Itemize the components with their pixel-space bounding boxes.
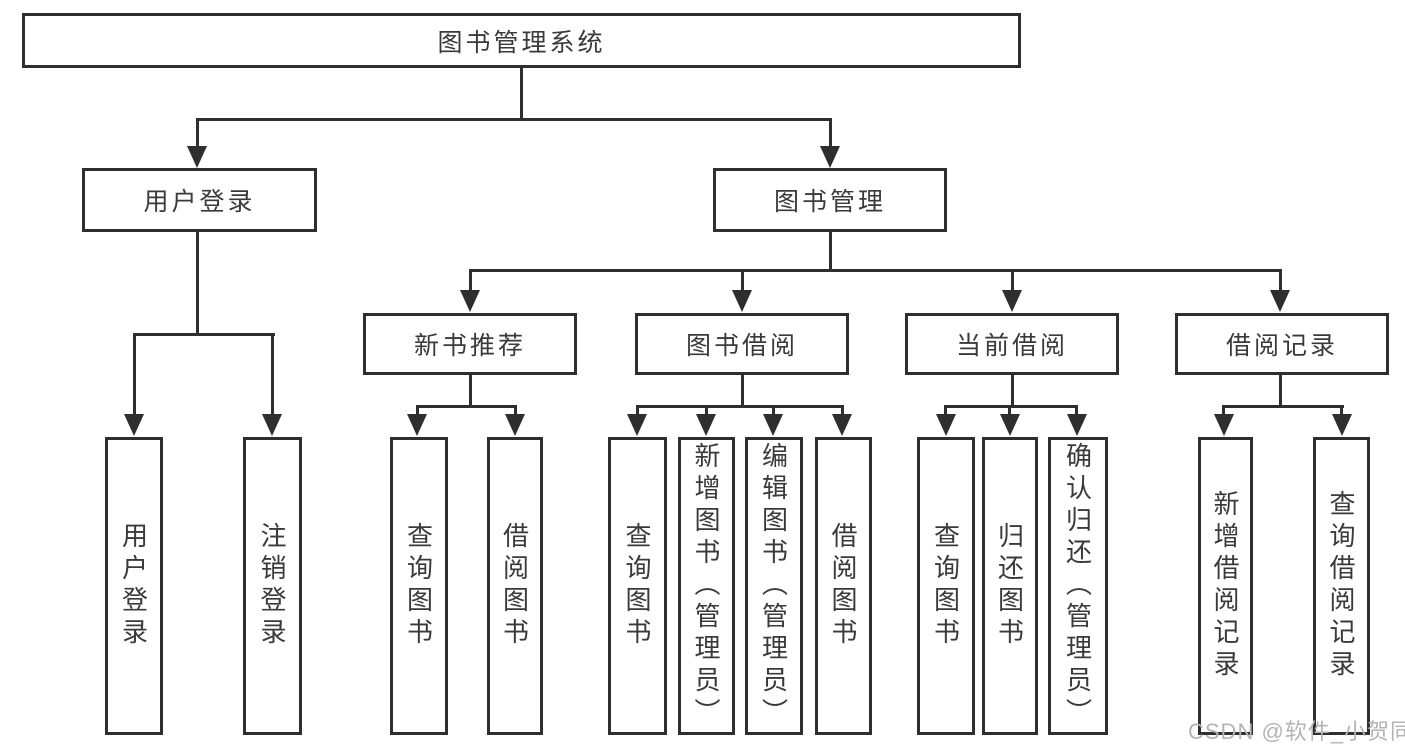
- connector-drop: [944, 408, 947, 416]
- connector-drop: [841, 408, 844, 416]
- connector-drop: [514, 408, 517, 416]
- leaf-logout: 注销登录: [243, 437, 302, 735]
- arrow-down-icon: [820, 146, 840, 168]
- connector-borrow-records-bus: [1222, 405, 1344, 408]
- csdn-watermark: CSDN @软件_小贺同学: [1188, 719, 1405, 744]
- leaf-edit-book-admin: 编辑图书（管理员）: [745, 437, 803, 735]
- leaf-confirm-return-admin: 确认归还（管理员）: [1048, 437, 1108, 735]
- arrow-down-icon: [505, 414, 525, 436]
- arrow-down-icon: [124, 414, 144, 436]
- connector-user-login-stem: [196, 230, 199, 335]
- leaf-query-book-current: 查询图书: [917, 437, 975, 735]
- connector-current-borrow-stem: [1011, 373, 1014, 407]
- connector-new-book-stem: [469, 373, 472, 407]
- node-root-library-system: 图书管理系统: [22, 13, 1021, 68]
- arrow-down-icon: [936, 414, 956, 436]
- arrow-down-icon: [1270, 290, 1290, 312]
- connector-drop-current-borrow: [1011, 272, 1014, 292]
- connector-drop: [636, 408, 639, 416]
- node-current-borrow: 当前借阅: [905, 313, 1119, 375]
- arrow-down-icon: [262, 414, 282, 436]
- connector-drop-leaf-user-login: [133, 336, 136, 415]
- connector-drop: [1075, 408, 1078, 416]
- connector-level3-bus: [469, 269, 1282, 272]
- leaf-query-book-recommend: 查询图书: [390, 437, 448, 735]
- connector-drop-user-login: [196, 121, 199, 148]
- node-book-borrow: 图书借阅: [635, 313, 849, 375]
- connector-drop-borrow-records: [1279, 272, 1282, 292]
- connector-drop: [705, 408, 708, 416]
- leaf-add-book-admin: 新增图书（管理员）: [678, 437, 735, 735]
- arrow-down-icon: [1067, 414, 1087, 436]
- arrow-down-icon: [1000, 414, 1020, 436]
- leaf-user-login: 用户登录: [105, 437, 163, 735]
- connector-drop-book-borrow: [741, 272, 744, 292]
- connector-new-book-bus: [416, 405, 517, 408]
- arrow-down-icon: [1332, 414, 1352, 436]
- connector-drop: [416, 408, 419, 416]
- arrow-down-icon: [1214, 414, 1234, 436]
- connector-root-stem: [520, 66, 523, 121]
- connector-book-borrow-stem: [741, 373, 744, 407]
- connector-book-borrow-bus: [636, 405, 844, 408]
- node-book-management: 图书管理: [713, 168, 947, 232]
- leaf-query-book-borrow: 查询图书: [608, 437, 667, 735]
- connector-drop-leaf-logout: [271, 336, 274, 415]
- arrow-down-icon: [1002, 290, 1022, 312]
- node-borrow-records: 借阅记录: [1175, 313, 1389, 375]
- leaf-query-borrow-record: 查询借阅记录: [1313, 437, 1370, 735]
- node-new-book-recommend: 新书推荐: [363, 313, 577, 375]
- connector-drop: [772, 408, 775, 416]
- connector-drop: [1340, 408, 1343, 416]
- leaf-add-borrow-record: 新增借阅记录: [1198, 437, 1253, 735]
- arrow-down-icon: [187, 146, 207, 168]
- leaf-return-book: 归还图书: [982, 437, 1038, 735]
- leaf-borrow-book: 借阅图书: [815, 437, 872, 735]
- arrow-down-icon: [763, 414, 783, 436]
- arrow-down-icon: [460, 290, 480, 312]
- connector-current-borrow-bus: [944, 405, 1078, 408]
- connector-drop-new-book: [469, 272, 472, 292]
- arrow-down-icon: [732, 290, 752, 312]
- connector-book-mgmt-stem: [829, 230, 832, 272]
- connector-level2-bus: [196, 118, 832, 121]
- arrow-down-icon: [832, 414, 852, 436]
- connector-borrow-records-stem: [1279, 373, 1282, 407]
- arrow-down-icon: [407, 414, 427, 436]
- leaf-borrow-book-recommend: 借阅图书: [487, 437, 543, 735]
- connector-drop: [1222, 408, 1225, 416]
- connector-user-login-bus: [133, 333, 275, 336]
- node-user-login: 用户登录: [82, 168, 317, 232]
- arrow-down-icon: [696, 414, 716, 436]
- arrow-down-icon: [627, 414, 647, 436]
- connector-drop: [1008, 408, 1011, 416]
- connector-drop-book-mgmt: [829, 121, 832, 148]
